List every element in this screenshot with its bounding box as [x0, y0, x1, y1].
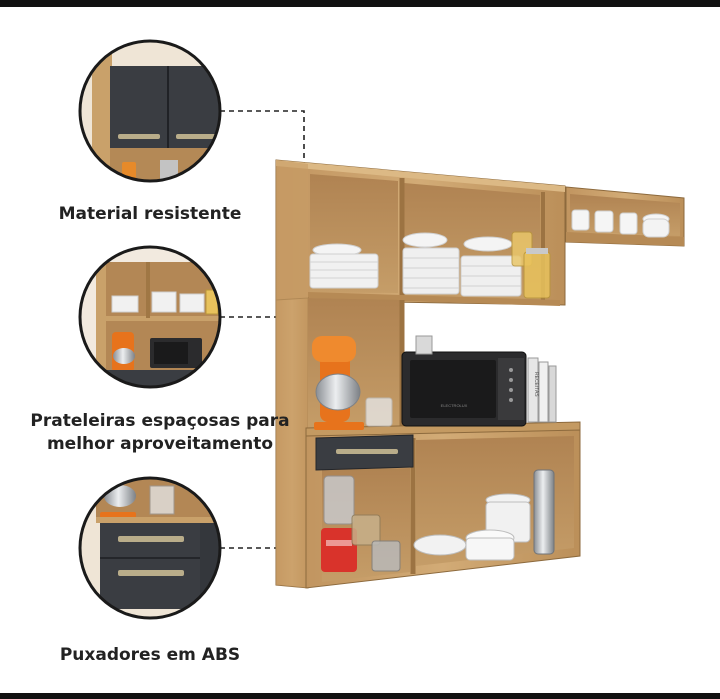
callout-line-material [220, 110, 305, 170]
bottom-black-bar [0, 693, 720, 699]
book-spine-label: RECEITAS [533, 372, 539, 397]
stand-mixer [312, 336, 393, 430]
microwave-brand-label: ELECTROLUX [441, 403, 468, 408]
drawer-handle [336, 449, 398, 454]
detail-circle-handles [78, 476, 222, 620]
plates-stack-left [309, 243, 379, 289]
caption-handles-text: Puxadores em ABS [59, 645, 241, 665]
lower-jars [351, 514, 401, 572]
detail-circle-shelves [78, 245, 222, 389]
top-black-bar [0, 0, 720, 7]
pots-and-bowls [413, 469, 555, 561]
microwave: ELECTROLUX [401, 351, 527, 427]
caption-handles: Puxadores em ABS [40, 644, 260, 667]
cookbooks: RECEITAS [527, 357, 557, 423]
caption-shelves-line2: melhor aproveitamento [46, 434, 274, 454]
caption-shelves: Prateleiras espaçosas para melhor aprove… [10, 410, 310, 456]
glass-jars [511, 231, 551, 299]
detail-circle-material [78, 39, 222, 183]
blender [321, 475, 357, 572]
caption-shelves-line1: Prateleiras espaçosas para [30, 411, 290, 431]
plates-stack-middle [402, 232, 522, 297]
caption-material-text: Material resistente [58, 204, 242, 224]
mugs [571, 209, 670, 238]
toaster [415, 335, 433, 355]
caption-material: Material resistente [40, 203, 260, 226]
